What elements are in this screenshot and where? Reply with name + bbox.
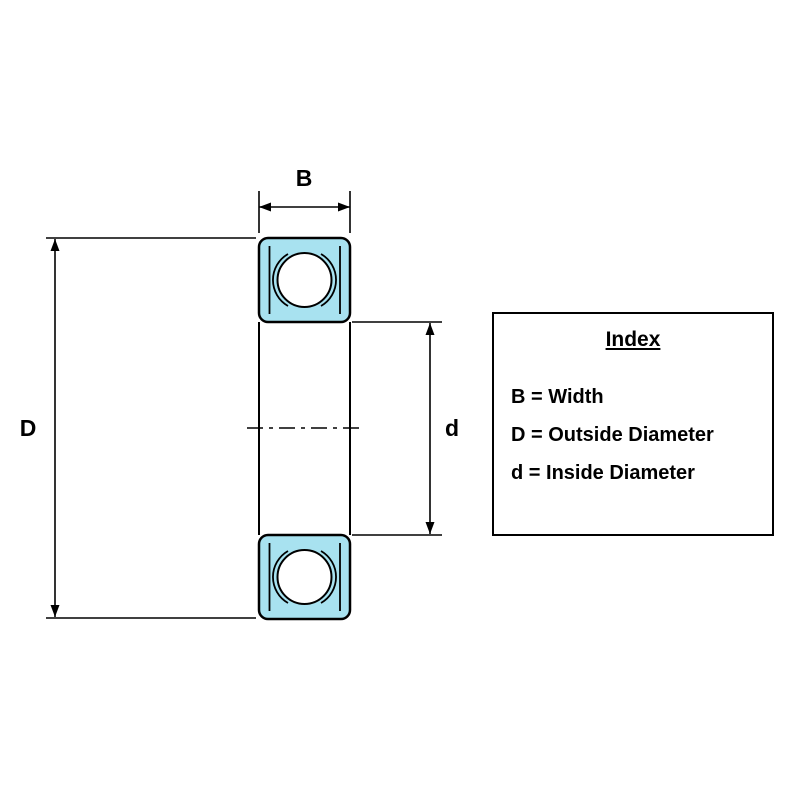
- dim-b-arrow-right: [338, 202, 350, 212]
- raceway-arc-bottom-left: [272, 550, 289, 604]
- raceway-arc-top-left: [272, 253, 289, 307]
- dimension-d-outer: D: [20, 237, 256, 619]
- ball-bottom: [276, 549, 333, 605]
- index-entry-inside-diameter: d = Inside Diameter: [511, 462, 695, 484]
- index-title: Index: [605, 328, 661, 351]
- index-box: Index B = Width D = Outside Diameter d =…: [492, 312, 774, 536]
- dimension-d-inner: d: [352, 321, 459, 536]
- dim-d-inner-label: d: [445, 415, 459, 441]
- bearing-cross-section: [247, 236, 362, 621]
- index-entry-outside-diameter: D = Outside Diameter: [511, 424, 714, 446]
- dim-d-outer-arrow-bottom: [50, 605, 60, 617]
- ball-top: [276, 252, 333, 308]
- dim-b-arrow-left: [259, 202, 271, 212]
- raceway-arc-bottom-right: [320, 550, 337, 604]
- dim-b-label: B: [296, 165, 313, 191]
- dim-d-inner-arrow-bottom: [425, 522, 435, 534]
- dim-d-outer-label: D: [20, 415, 37, 441]
- dim-d-outer-arrow-top: [50, 239, 60, 251]
- dimension-b: B: [258, 165, 351, 233]
- dim-d-inner-arrow-top: [425, 323, 435, 335]
- index-entry-width: B = Width: [511, 386, 604, 408]
- index-entries: B = Width D = Outside Diameter d = Insid…: [494, 378, 772, 492]
- raceway-arc-top-right: [320, 253, 337, 307]
